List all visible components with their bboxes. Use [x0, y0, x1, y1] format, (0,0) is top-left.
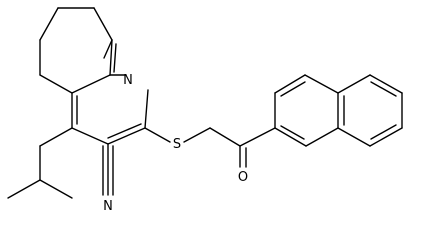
bond — [107, 123, 142, 139]
bond — [337, 74, 371, 94]
bond — [71, 127, 109, 145]
bond — [107, 127, 146, 145]
bond — [209, 127, 241, 147]
bond — [370, 81, 397, 97]
isobutyl-group — [7, 127, 73, 199]
carbonyl-group — [239, 127, 276, 168]
bond — [39, 127, 73, 147]
sulfur-label: S — [173, 137, 181, 152]
bond — [144, 127, 171, 143]
bond — [280, 81, 306, 97]
bond — [274, 127, 307, 147]
bond — [305, 127, 339, 147]
nitrile-group — [102, 143, 114, 196]
bond — [113, 43, 117, 73]
bond — [280, 125, 305, 140]
bond — [109, 39, 113, 76]
bond — [39, 7, 59, 41]
bond — [183, 127, 211, 143]
nitrile-nitrogen-label: N — [103, 199, 113, 214]
oxygen-label: O — [238, 170, 248, 185]
bond — [274, 74, 306, 94]
structure-svg: N S O N — [7, 7, 403, 214]
bond — [369, 74, 403, 94]
bond — [370, 124, 397, 140]
cyclohexane-ring — [39, 7, 113, 94]
bond — [304, 74, 339, 94]
bond — [103, 39, 113, 59]
bond — [369, 127, 403, 147]
bond — [71, 74, 111, 94]
thioether-linker — [144, 127, 241, 147]
bond — [337, 127, 371, 147]
bond — [144, 89, 149, 129]
ring-nitrogen-label: N — [123, 73, 133, 88]
bond — [39, 74, 73, 94]
molecule-diagram: N S O N — [7, 7, 403, 214]
bond — [7, 179, 41, 199]
naphthalene-ring — [274, 74, 403, 147]
bond — [93, 7, 113, 41]
pyridine-ring — [71, 39, 149, 145]
bond — [239, 127, 276, 147]
bond — [39, 179, 73, 199]
